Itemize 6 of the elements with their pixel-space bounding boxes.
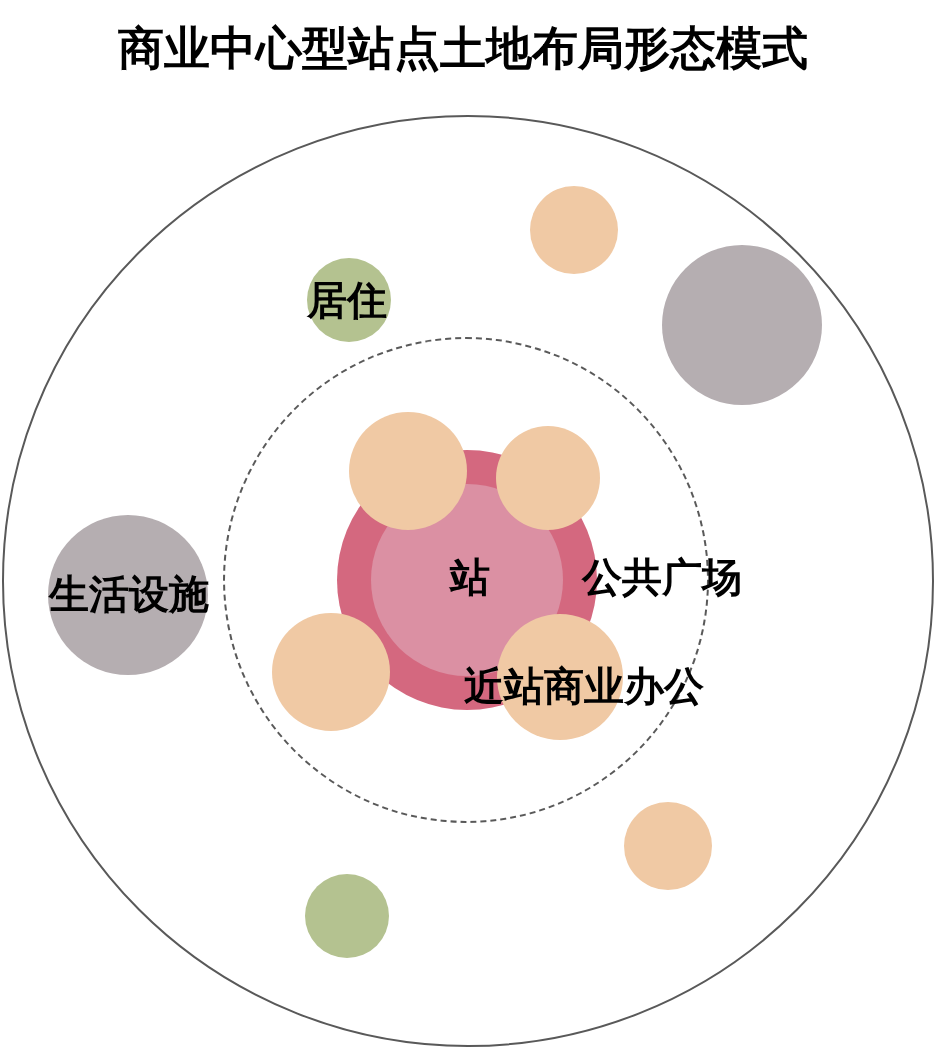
- outer-circle: [2, 115, 934, 1047]
- zone-label: 近站商业办公: [463, 663, 704, 708]
- zone-label: 居住: [306, 277, 387, 322]
- station-label: 站: [449, 554, 490, 599]
- zone-label: 生活设施: [48, 571, 209, 616]
- diagram-title: 商业中心型站点土地布局形态模式: [118, 22, 808, 74]
